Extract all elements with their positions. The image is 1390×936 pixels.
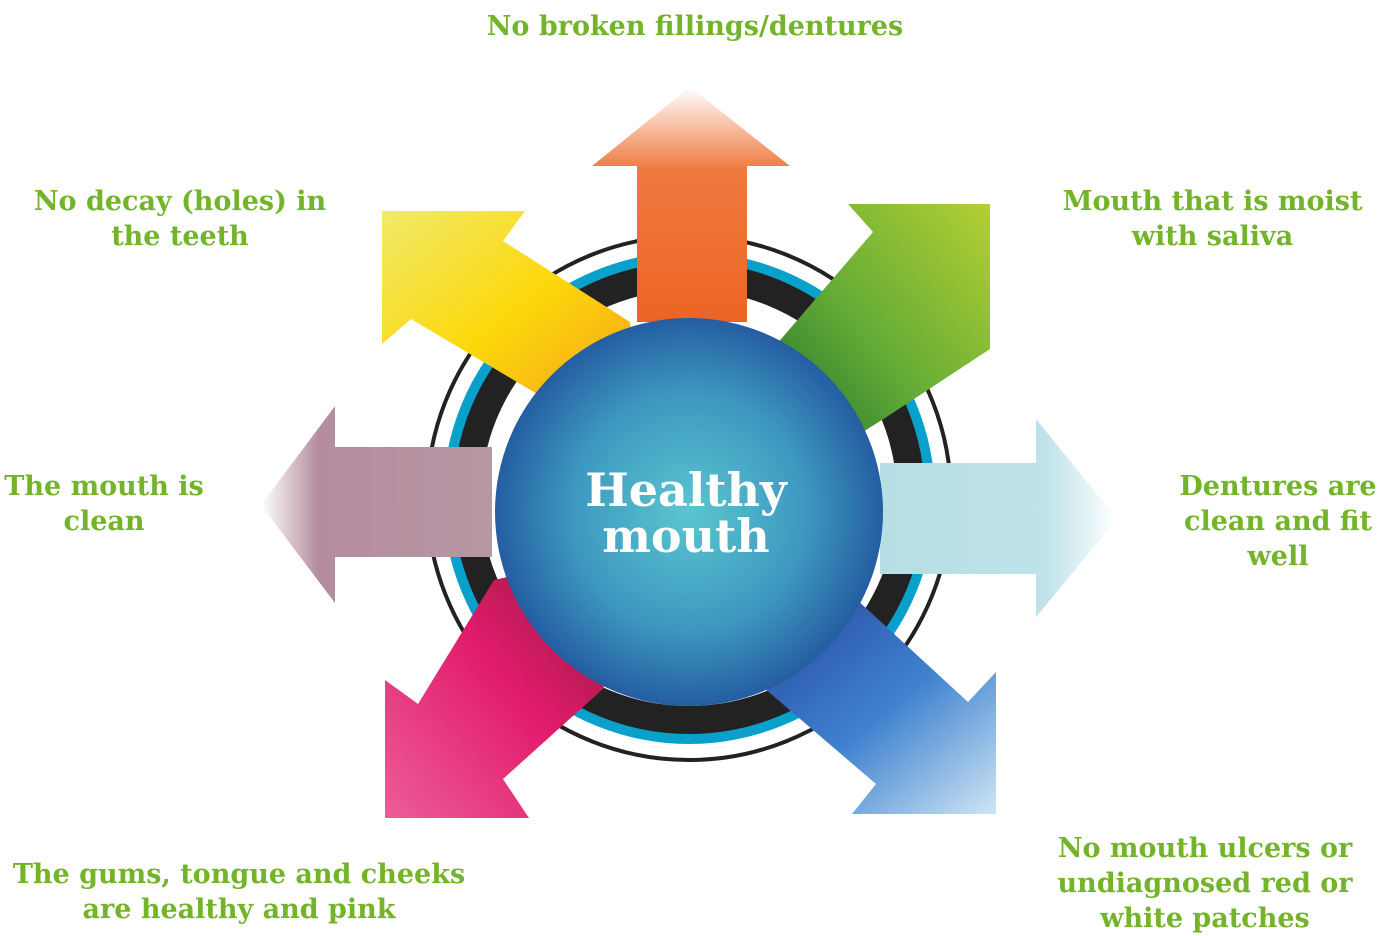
label-mouth-clean: The mouth is clean bbox=[4, 471, 204, 537]
center-title-line1: Healthy bbox=[585, 463, 788, 517]
label-mouth-moist: Mouth that is moist with saliva bbox=[1062, 186, 1363, 252]
arrow-left bbox=[261, 406, 492, 603]
label-no-broken-fillings: No broken fillings/dentures bbox=[486, 11, 904, 42]
label-dentures-clean: Dentures are clean and fit well bbox=[1179, 471, 1377, 572]
label-no-ulcers: No mouth ulcers or undiagnosed red or wh… bbox=[1057, 833, 1353, 934]
label-no-decay: No decay (holes) in the teeth bbox=[33, 186, 327, 252]
center-hub bbox=[495, 318, 883, 706]
arrow-right bbox=[880, 419, 1117, 617]
arrow-top bbox=[592, 87, 790, 322]
center-title-line2: mouth bbox=[602, 509, 770, 563]
label-gums-healthy: The gums, tongue and cheeks are healthy … bbox=[12, 859, 466, 925]
